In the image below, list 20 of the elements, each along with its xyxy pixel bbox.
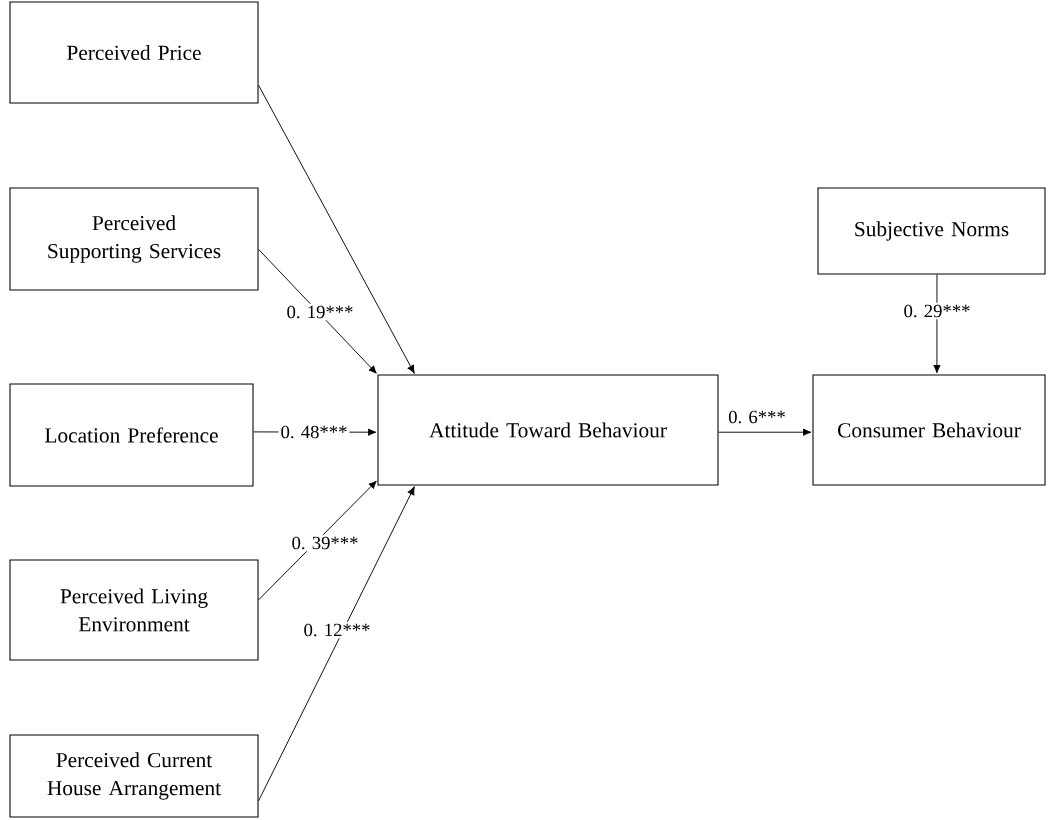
concept-box: Subjective Norms — [817, 187, 1046, 275]
concept-box: Perceived Current House Arrangement — [9, 734, 259, 818]
edge-label: 0. 39*** — [289, 534, 361, 552]
arrow — [718, 428, 812, 436]
concept-box: Consumer Behaviour — [812, 374, 1046, 486]
arrow — [258, 480, 377, 601]
arrow — [258, 84, 415, 374]
concept-box: Perceived Living Environment — [9, 559, 259, 661]
edge-label: 0. 12*** — [301, 621, 373, 639]
edge-label: 0. 48*** — [278, 423, 350, 441]
edge-label: 0. 19*** — [284, 303, 356, 321]
edge-label: 0. 6*** — [728, 410, 785, 424]
edge-label: 0. 29*** — [901, 302, 973, 320]
concept-box: Attitude Toward Behaviour — [377, 374, 719, 486]
arrow — [258, 486, 415, 802]
concept-box: Perceived Supporting Services — [9, 187, 259, 291]
concept-box: Perceived Price — [9, 1, 259, 104]
arrow — [258, 248, 377, 374]
arrow — [933, 274, 941, 374]
concept-box: Location Preference — [9, 383, 254, 487]
